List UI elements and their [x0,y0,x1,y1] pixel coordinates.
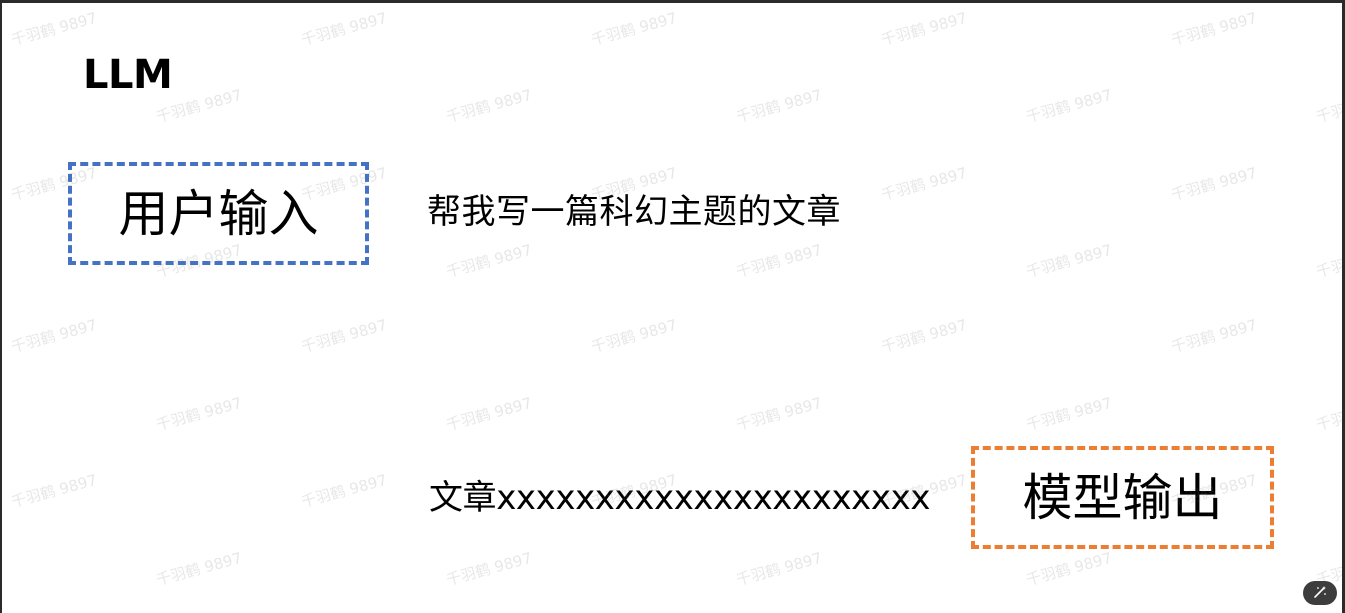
watermark-text: 千羽鹤 9897 [589,8,679,50]
window-frame-left [0,0,2,613]
watermark-text: 千羽鹤 9897 [1314,86,1345,127]
watermark-text: 千羽鹤 9897 [9,315,99,357]
watermark-text: 千羽鹤 9897 [444,393,534,435]
watermark-text: 千羽鹤 9897 [1024,548,1114,590]
window-frame-top [0,0,1345,3]
prompt-text: 帮我写一篇科幻主题的文章 [427,192,841,232]
magic-wand-icon [1313,584,1327,603]
watermark-text: 千羽鹤 9897 [444,548,534,590]
model-output-label: 模型输出 [1022,468,1223,527]
watermark-text: 千羽鹤 9897 [734,85,824,127]
watermark-text: 千羽鹤 9897 [154,393,244,435]
slide-canvas: LLM 用户输入 帮我写一篇科幻主题的文章 文章xxxxxxxxxxxxxxxx… [2,3,1345,613]
slide-title: LLM [83,52,173,98]
watermark-text: 千羽鹤 9897 [9,470,99,512]
watermark-text: 千羽鹤 9897 [879,163,969,205]
watermark-text: 千羽鹤 9897 [1024,240,1114,282]
watermark-text: 千羽鹤 9897 [1024,85,1114,127]
model-output-box: 模型输出 [971,446,1274,549]
user-input-label: 用户输入 [118,184,319,243]
watermark-text: 千羽鹤 9897 [1169,315,1259,357]
watermark-text: 千羽鹤 9897 [1024,393,1114,435]
watermark-text: 千羽鹤 9897 [589,315,679,357]
watermark-text: 千羽鹤 9897 [1169,163,1259,205]
user-input-box: 用户输入 [68,162,369,265]
watermark-text: 千羽鹤 9897 [444,240,534,282]
answer-text: 文章xxxxxxxxxxxxxxxxxxxxxx [429,478,931,518]
watermark-text: 千羽鹤 9897 [154,548,244,590]
watermark-text: 千羽鹤 9897 [734,393,824,435]
magic-wand-button[interactable] [1303,581,1337,605]
watermark-text: 千羽鹤 9897 [1314,394,1345,435]
watermark-text: 千羽鹤 9897 [734,240,824,282]
watermark-text: 千羽鹤 9897 [299,8,389,50]
watermark-text: 千羽鹤 9897 [879,8,969,50]
watermark-text: 千羽鹤 9897 [299,315,389,357]
window-frame-right [1342,0,1345,613]
watermark-text: 千羽鹤 9897 [444,85,534,127]
watermark-text: 千羽鹤 9897 [734,548,824,590]
watermark-text: 千羽鹤 9897 [1169,8,1259,50]
watermark-text: 千羽鹤 9897 [299,470,389,512]
watermark-text: 千羽鹤 9897 [879,315,969,357]
watermark-text: 千羽鹤 9897 [1314,241,1345,282]
watermark-text: 千羽鹤 9897 [9,8,99,50]
